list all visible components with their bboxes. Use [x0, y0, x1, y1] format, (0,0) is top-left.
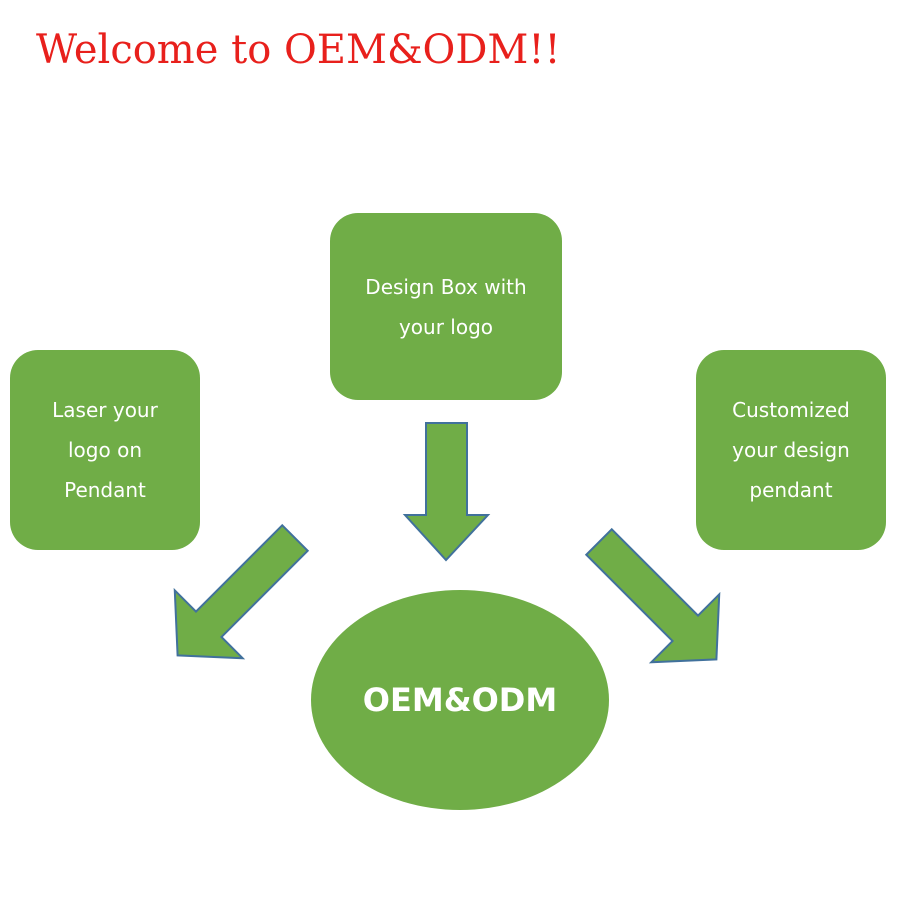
- node-design-box: Design Box with your logo: [330, 213, 562, 400]
- node-customized-pendant-label: Customized your design pendant: [732, 398, 850, 502]
- node-design-box-label: Design Box with your logo: [365, 274, 527, 339]
- arrow-down-right-icon: [173, 523, 310, 660]
- page-title: Welcome to OEM&ODM!!: [36, 27, 561, 73]
- node-oem-odm-label: OEM&ODM: [362, 681, 558, 719]
- node-oem-odm: OEM&ODM: [311, 590, 609, 810]
- node-customized-pendant: Customized your design pendant: [696, 350, 886, 550]
- node-laser-logo: Laser your logo on Pendant: [10, 350, 200, 550]
- node-laser-logo-label: Laser your logo on Pendant: [52, 398, 158, 502]
- arrow-down-icon: [402, 422, 491, 562]
- arrow-down-left-icon: [584, 527, 721, 664]
